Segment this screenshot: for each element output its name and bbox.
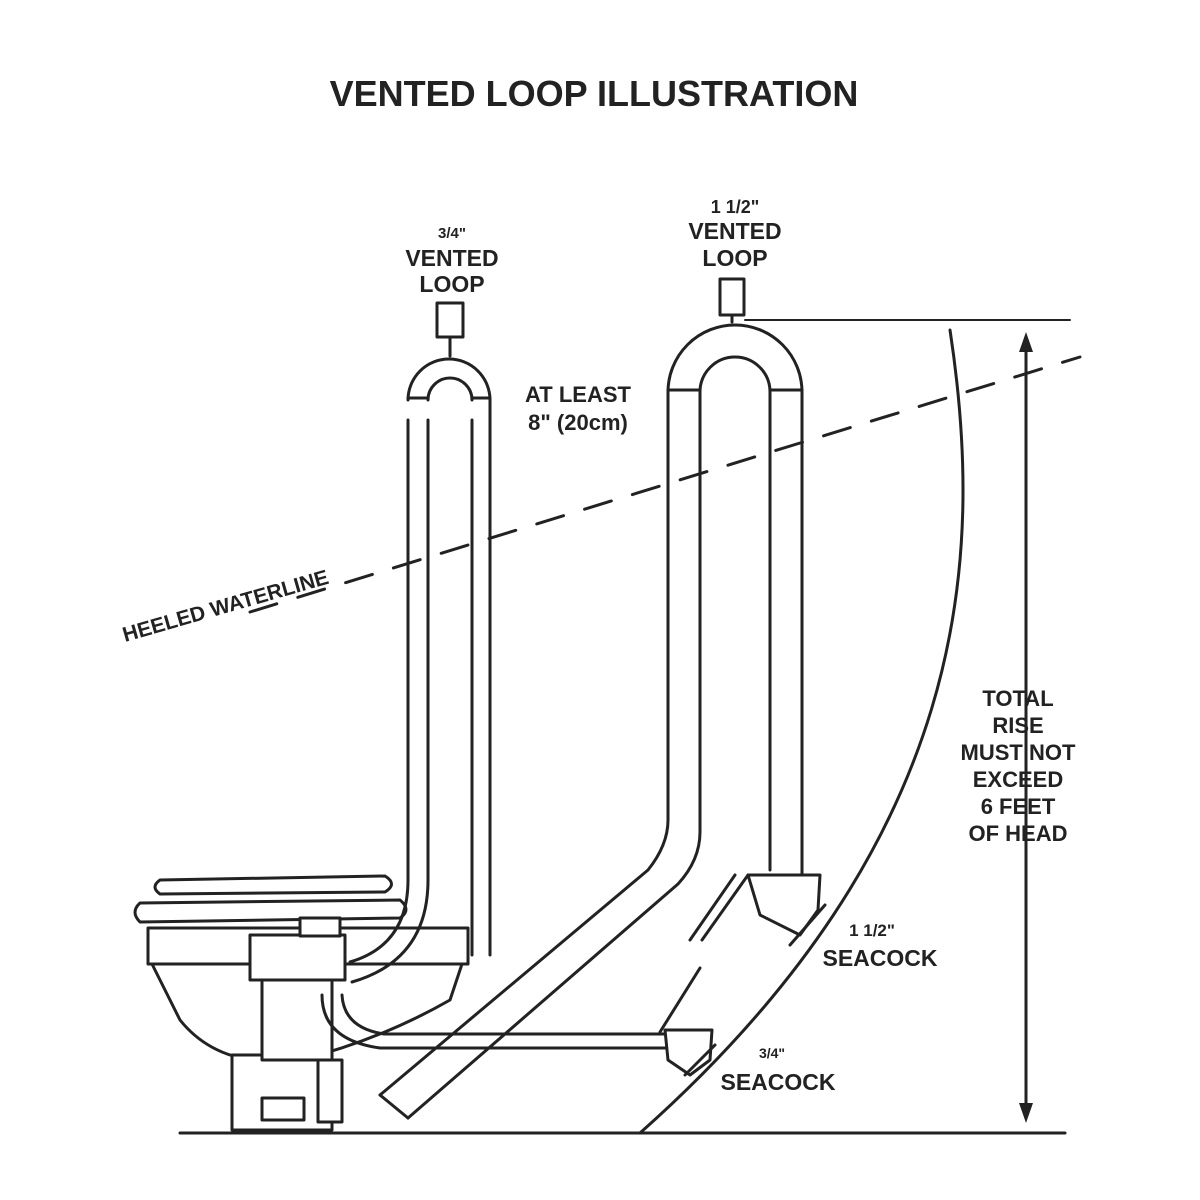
total-rise-label: TOTAL RISE MUST NOT EXCEED 6 FEET OF HEA…	[961, 686, 1076, 846]
toilet-foot	[260, 1096, 306, 1122]
small-loop-size-label: 3/4"	[438, 225, 466, 242]
at-least-label-line1: AT LEAST	[525, 382, 631, 407]
small-seacock	[658, 966, 717, 1077]
small-loop-valve	[435, 301, 465, 339]
svg-text:6 FEET: 6 FEET	[981, 794, 1056, 819]
large-loop-label-line1: VENTED	[688, 218, 781, 244]
large-vented-loop-hose	[378, 277, 804, 1120]
toilet-seat	[133, 898, 408, 924]
large-loop-label-line2: LOOP	[702, 245, 767, 271]
large-seacock-label: SEACOCK	[822, 945, 937, 971]
svg-text:EXCEED: EXCEED	[973, 767, 1063, 792]
heeled-waterline-line	[248, 355, 1082, 614]
at-least-label-line2: 8" (20cm)	[528, 410, 628, 435]
large-loop-size-label: 1 1/2"	[711, 197, 760, 217]
total-rise-dimension	[744, 319, 1071, 1123]
toilet-pump-body	[260, 978, 334, 1062]
toilet-pump-housing	[248, 933, 347, 982]
small-loop-label-line1: VENTED	[405, 245, 498, 271]
svg-text:OF HEAD: OF HEAD	[969, 821, 1068, 846]
large-seacock	[688, 873, 827, 947]
small-intake-hose	[320, 993, 667, 1050]
toilet-pump-cap	[298, 916, 342, 938]
toilet	[133, 874, 470, 1132]
large-loop-valve	[718, 277, 746, 317]
small-loop-label-line2: LOOP	[419, 271, 484, 297]
large-seacock-size-label: 1 1/2"	[849, 921, 895, 940]
small-seacock-label: SEACOCK	[720, 1069, 835, 1095]
svg-text:RISE: RISE	[992, 713, 1043, 738]
small-seacock-size-label: 3/4"	[759, 1045, 785, 1061]
heeled-waterline-label: HEELED WATERLINE	[120, 566, 331, 647]
diagram-title: VENTED LOOP ILLUSTRATION	[330, 73, 859, 114]
toilet-motor	[316, 1058, 344, 1124]
small-vented-loop-hose	[348, 301, 492, 984]
hull-curve	[638, 328, 965, 1135]
svg-text:MUST NOT: MUST NOT	[961, 740, 1076, 765]
svg-text:TOTAL: TOTAL	[982, 686, 1053, 711]
toilet-lid	[153, 874, 393, 896]
